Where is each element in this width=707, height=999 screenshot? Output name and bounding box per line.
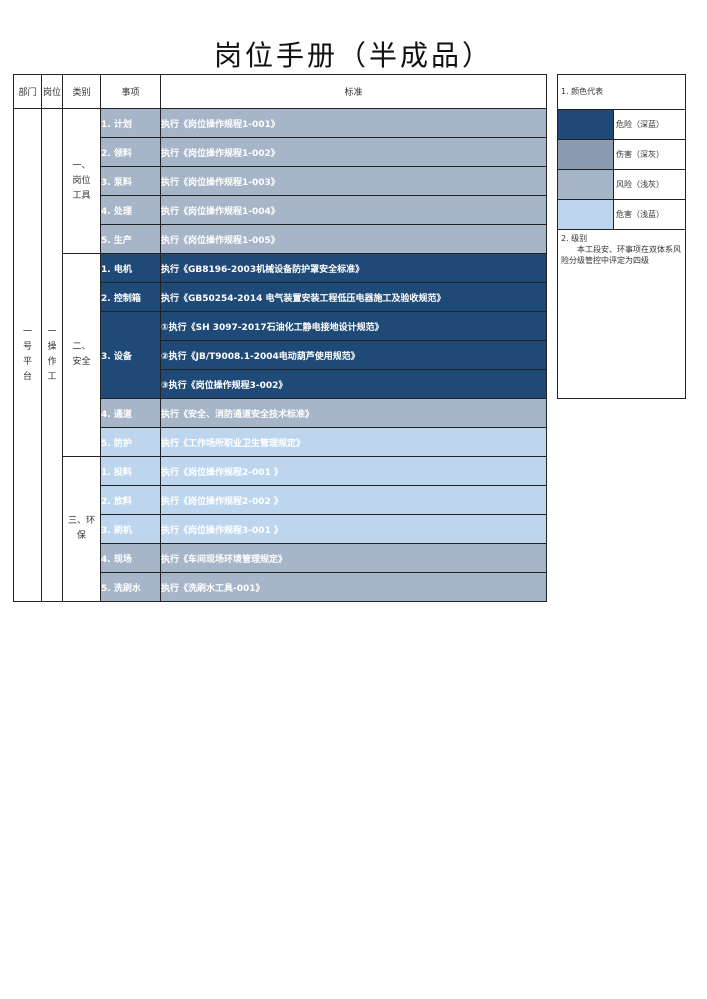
legend-item: 危害（浅蓝） [558, 200, 685, 230]
item-cell: 4. 通道 [100, 398, 161, 428]
item-cell: 5. 洗刷水 [100, 572, 161, 602]
legend-label: 风险（浅灰） [616, 180, 664, 189]
table-row: 4. 通道 执行《安全、消防通道安全技术标准》 [14, 398, 547, 428]
standard-cell: 执行《岗位操作规程1-003》 [160, 166, 547, 196]
category-tools: 一、岗位工具 [62, 108, 101, 254]
standard-cell: 执行《岗位操作规程1-005》 [160, 224, 547, 254]
legend-swatch-hazard [558, 200, 614, 229]
post-manual-table: 部门 岗位 类别 事项 标准 一号平台 一操作工 一、岗位工具 1. 计划 执行… [13, 74, 547, 602]
item-cell: 2. 控制箱 [100, 282, 161, 312]
category-environment: 三、环保 [62, 456, 101, 602]
standard-cell: 执行《车间现场环境管理规定》 [160, 543, 547, 573]
table-row: 三、环保 1. 投料 执行《岗位操作规程2-001 》 [14, 456, 547, 602]
header-standard: 标准 [160, 74, 547, 109]
standard-cell: 执行《GB50254-2014 电气装置安装工程低压电器施工及验收规范》 [160, 282, 547, 312]
table-row: 5. 洗刷水 执行《洗刷水工具-001》 [14, 572, 547, 602]
color-legend: 1. 颜色代表 危险（深蓝） 伤害（深灰） 风险（浅灰） 危害（浅蓝） 2. 级… [557, 74, 686, 399]
header-dept: 部门 [13, 74, 42, 109]
item-cell: 3. 刷机 [100, 514, 161, 544]
header-item: 事项 [100, 74, 161, 109]
item-cell: 4. 现场 [100, 543, 161, 573]
standard-cell: ③执行《岗位操作规程3-002》 [160, 369, 547, 399]
table-row: 4. 现场 执行《车间现场环境管理规定》 [14, 543, 547, 573]
standard-cell: 执行《岗位操作规程1-004》 [160, 195, 547, 225]
standard-cell: 执行《工作场所职业卫生管理规定》 [160, 427, 547, 457]
post-cell: 一操作工 [41, 108, 63, 602]
item-cell: 5. 防护 [100, 427, 161, 457]
legend-label: 伤害（深灰） [616, 150, 664, 159]
legend-swatch-risk [558, 170, 614, 199]
item-cell: 3. 泵料 [100, 166, 161, 196]
standard-cell: 执行《岗位操作规程2-002 》 [160, 485, 547, 515]
table-row: 一号平台 一操作工 一、岗位工具 1. 计划 执行《岗位操作规程1-001》 [13, 108, 547, 602]
table-row: 2. 控制箱 执行《GB50254-2014 电气装置安装工程低压电器施工及验收… [14, 282, 547, 312]
table-row: 4. 处理 执行《岗位操作规程1-004》 [14, 195, 547, 225]
standard-cell: 执行《洗刷水工具-001》 [160, 572, 547, 602]
legend-note: 2. 级别 本工段安、环事项在双体系风险分级管控中评定为四级 [558, 230, 685, 269]
page-title: 岗位手册（半成品） [213, 39, 493, 72]
legend-item: 风险（浅灰） [558, 170, 685, 200]
item-cell: 1. 计划 [100, 108, 161, 138]
table-row: 3. 刷机 执行《岗位操作规程3-001 》 [14, 514, 547, 544]
legend-note-body: 本工段安、环事项在双体系风险分级管控中评定为四级 [561, 245, 681, 265]
table-row: 2. 放料 执行《岗位操作规程2-002 》 [14, 485, 547, 515]
item-cell: 1. 电机 [100, 253, 161, 283]
table-row: ②执行《JB/T9008.1-2004电动葫芦使用规范》 [14, 340, 547, 370]
post-label: 一操作工 [47, 327, 57, 382]
legend-swatch-danger [558, 110, 614, 139]
table-row: 5. 防护 执行《工作场所职业卫生管理规定》 [14, 427, 547, 457]
legend-label: 危害（浅蓝） [616, 210, 664, 219]
header-category: 类别 [62, 74, 101, 109]
category-safety: 二、安全 [62, 253, 101, 457]
legend-item: 危险（深蓝） [558, 110, 685, 140]
legend-note-title: 2. 级别 [561, 234, 588, 243]
standard-cell: 执行《岗位操作规程3-001 》 [160, 514, 547, 544]
table-row: 3. 泵料 执行《岗位操作规程1-003》 [14, 166, 547, 196]
legend-item: 伤害（深灰） [558, 140, 685, 170]
standard-cell: 执行《岗位操作规程1-002》 [160, 137, 547, 167]
legend-heading: 1. 颜色代表 [558, 75, 685, 110]
item-cell: 3. 设备 [100, 311, 161, 399]
legend-label: 危险（深蓝） [616, 120, 664, 129]
item-cell: 4. 处理 [100, 195, 161, 225]
standard-cell: ①执行《SH 3097-2017石油化工静电接地设计规范》 [160, 311, 547, 341]
item-cell: 5. 生产 [100, 224, 161, 254]
table-row: 二、安全 1. 电机 执行《GB8196-2003机械设备防护罩安全标准》 [14, 253, 547, 457]
standard-cell: 执行《岗位操作规程1-001》 [160, 108, 547, 138]
table-header-row: 部门 岗位 类别 事项 标准 [13, 74, 547, 109]
table-row: 3. 设备 ①执行《SH 3097-2017石油化工静电接地设计规范》 [14, 311, 547, 399]
standard-cell: 执行《GB8196-2003机械设备防护罩安全标准》 [160, 253, 547, 283]
standard-cell: ②执行《JB/T9008.1-2004电动葫芦使用规范》 [160, 340, 547, 370]
table-row: 2. 领料 执行《岗位操作规程1-002》 [14, 137, 547, 167]
header-post: 岗位 [41, 74, 63, 109]
table-row: ③执行《岗位操作规程3-002》 [14, 369, 547, 399]
dept-label: 一号平台 [22, 327, 32, 382]
standard-cell: 执行《岗位操作规程2-001 》 [160, 456, 547, 486]
item-cell: 2. 领料 [100, 137, 161, 167]
standard-cell: 执行《安全、消防通道安全技术标准》 [160, 398, 547, 428]
item-cell: 2. 放料 [100, 485, 161, 515]
legend-swatch-injury [558, 140, 614, 169]
table-row: 5. 生产 执行《岗位操作规程1-005》 [14, 224, 547, 254]
dept-cell: 一号平台 [13, 108, 42, 602]
item-cell: 1. 投料 [100, 456, 161, 486]
